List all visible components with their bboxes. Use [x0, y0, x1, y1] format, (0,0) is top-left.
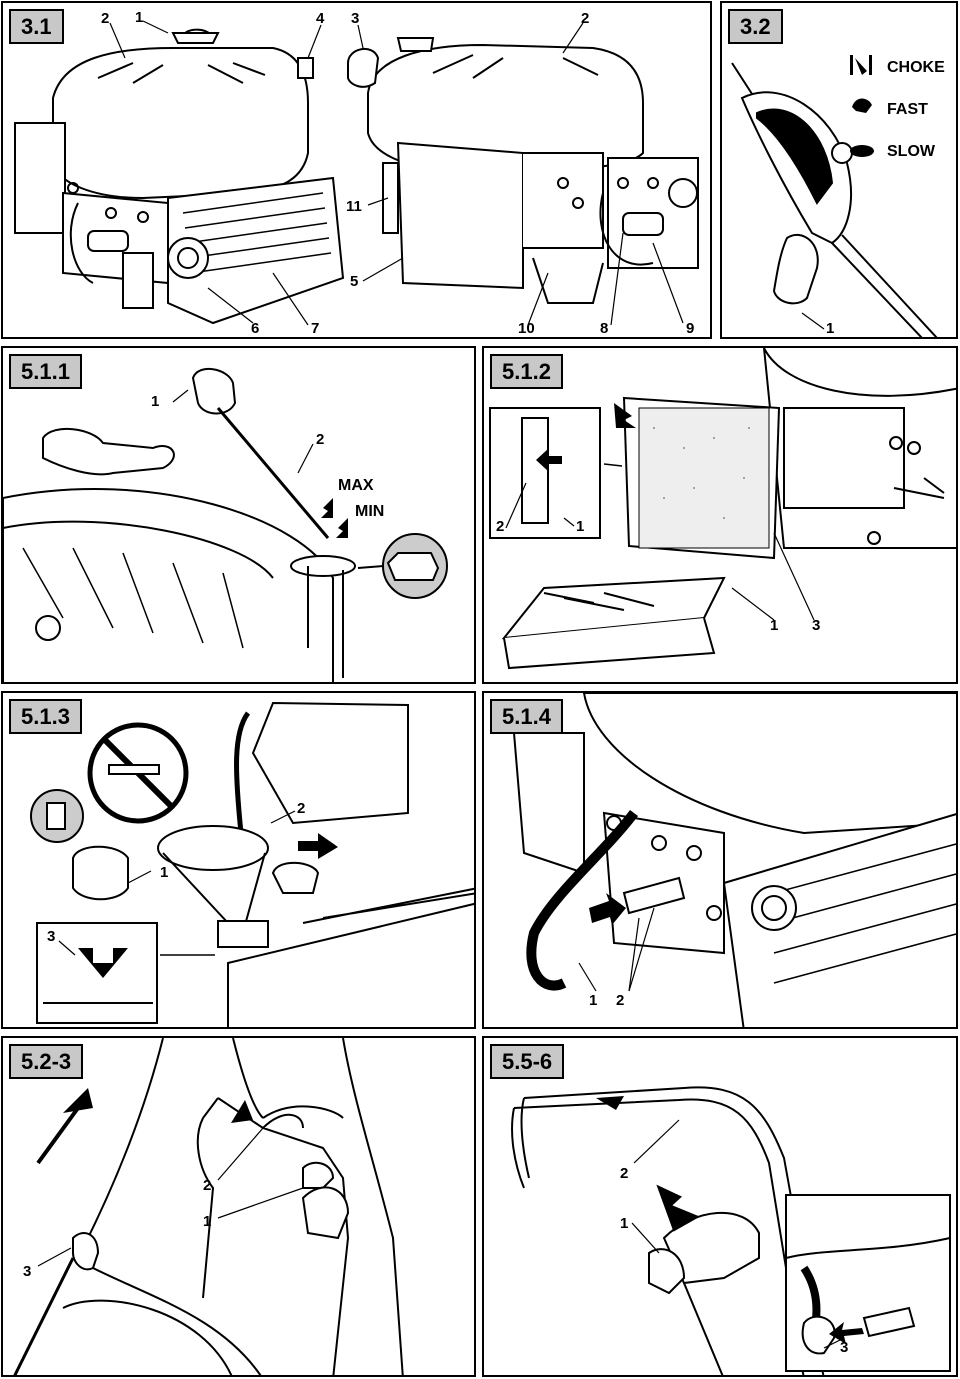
callout-1: 1: [135, 9, 143, 26]
fuel-fill-illustration: 2 1 3: [30, 701, 474, 1027]
figure-title: 3.2: [728, 9, 783, 44]
callout-2: 2: [297, 800, 305, 817]
figure-title: 5.1.3: [9, 699, 82, 734]
callout-2: 2: [101, 10, 109, 27]
callout-9: 9: [686, 320, 694, 337]
oil-dipstick-illustration: 1 2 MAX MIN: [3, 368, 448, 682]
figure-5-1-1: 1 2 MAX MIN 5.1.1: [1, 346, 476, 684]
throttle-lever-illustration: CHOKE FAST SLOW 1: [731, 55, 945, 337]
figure-title: 5.1.4: [490, 699, 563, 734]
callout-1: 1: [589, 992, 597, 1009]
callout-11: 11: [346, 198, 362, 215]
callout-2: 2: [620, 1165, 628, 1182]
callout-3: 3: [23, 1263, 31, 1280]
stop-mower-illustration: 2 1 3: [511, 1086, 951, 1375]
legend-slow: SLOW: [887, 143, 936, 160]
figure-5-2-3: 2 1 3 5.2-3: [1, 1036, 476, 1377]
figure-title: 3.1: [9, 9, 64, 44]
callout-7: 7: [311, 320, 319, 337]
start-mower-illustration: 2 1 3: [13, 1038, 404, 1375]
callout-2: 2: [316, 431, 324, 448]
callout-3: 3: [47, 928, 55, 945]
label-min: MIN: [355, 503, 384, 520]
figure-5-5-6: 2 1 3 5.5-6: [482, 1036, 958, 1377]
callout-1b: 1: [770, 617, 778, 634]
figure-5-1-3: 2 1 3 5.1.3: [1, 691, 476, 1029]
callout-2: 2: [496, 518, 504, 535]
callout-1: 1: [620, 1215, 628, 1232]
figure-title: 5.2-3: [9, 1044, 84, 1079]
figure-title: 5.1.1: [9, 354, 82, 389]
air-filter-illustration: 2 1 1 3: [489, 348, 956, 670]
callout-10: 10: [518, 320, 535, 337]
callout-1: 1: [151, 393, 159, 410]
figure-title: 5.1.2: [490, 354, 563, 389]
label-max: MAX: [338, 477, 374, 494]
figure-3-1: 1 2 4 3 2 11 5 6 7 10 8 9 3.1: [1, 1, 712, 339]
callout-3: 3: [840, 1339, 848, 1356]
spark-plug-illustration: 1 2: [512, 693, 956, 1027]
callout-2b: 2: [581, 10, 589, 27]
callout-1: 1: [826, 320, 834, 337]
callout-1: 1: [160, 864, 168, 881]
figure-5-1-2: 2 1 1 3 5.1.2: [482, 346, 958, 684]
callout-1: 1: [203, 1213, 211, 1230]
callout-8: 8: [600, 320, 608, 337]
callout-6: 6: [251, 320, 259, 337]
engine-overview-illustration: 1 2 4 3 2 11 5 6 7 10 8 9: [14, 9, 699, 337]
figure-3-2: CHOKE FAST SLOW 1 3.2: [720, 1, 958, 339]
callout-2: 2: [616, 992, 624, 1009]
legend-fast: FAST: [887, 101, 928, 118]
callout-3: 3: [351, 10, 359, 27]
figure-title: 5.5-6: [490, 1044, 565, 1079]
callout-3: 3: [812, 617, 820, 634]
callout-2: 2: [203, 1177, 211, 1194]
callout-4: 4: [316, 10, 325, 27]
callout-5: 5: [350, 273, 358, 290]
callout-1: 1: [576, 518, 584, 535]
figure-5-1-4: 1 2 5.1.4: [482, 691, 958, 1029]
legend-choke: CHOKE: [887, 59, 945, 76]
